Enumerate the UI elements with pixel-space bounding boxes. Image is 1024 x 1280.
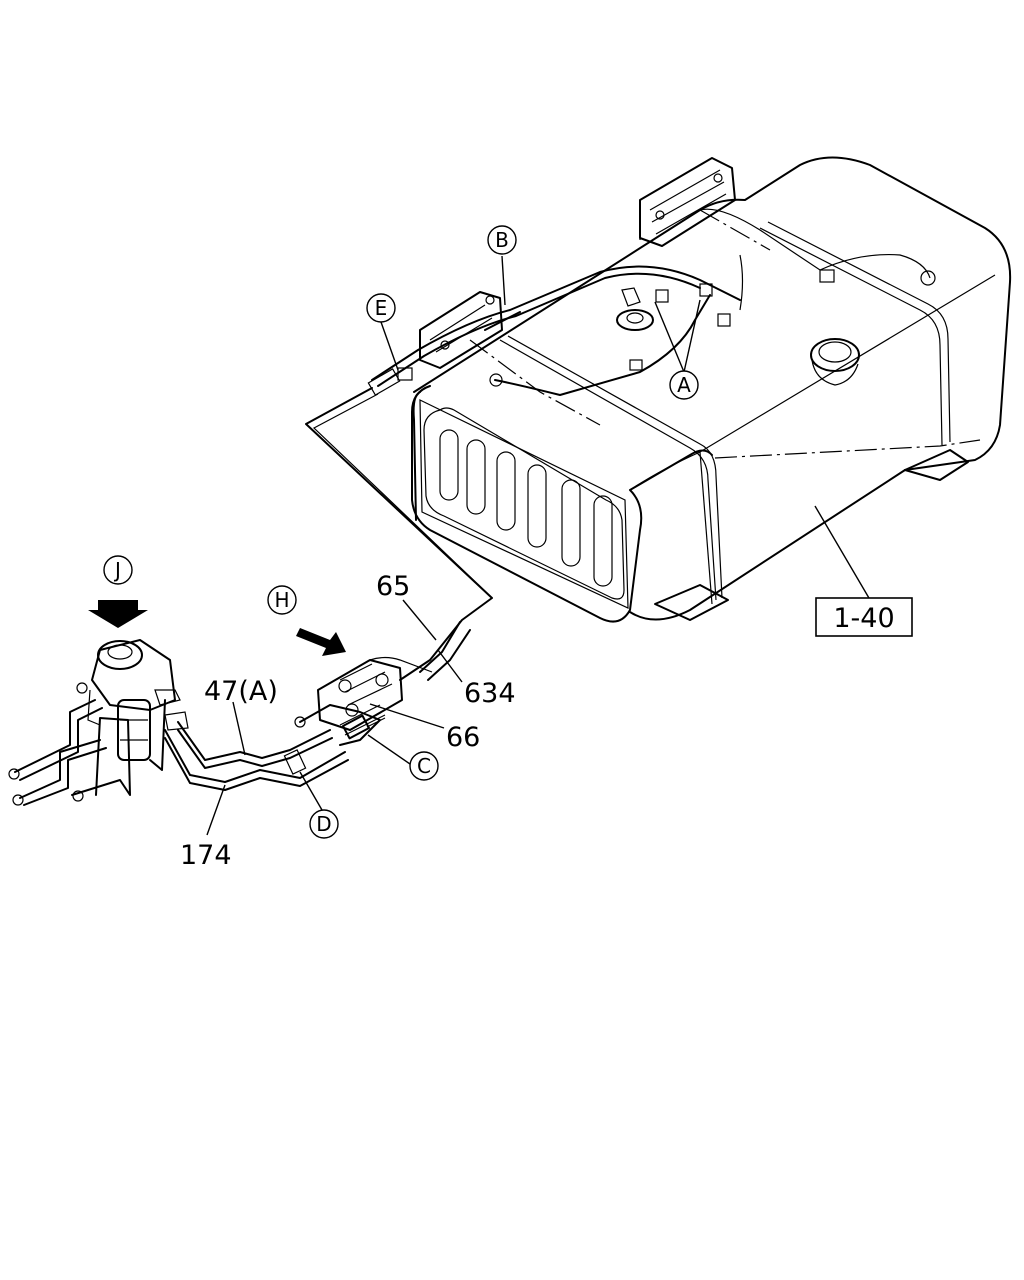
callout-e-letter: E bbox=[375, 296, 388, 320]
callout-c-letter: C bbox=[417, 754, 431, 778]
part-label-47a: 47(A) bbox=[204, 676, 278, 707]
callout-a-letter: A bbox=[677, 373, 691, 397]
fuel-pipe-47a bbox=[177, 721, 333, 769]
view-arrow-j bbox=[88, 600, 148, 628]
water-separator bbox=[294, 656, 433, 746]
fuel-tank bbox=[411, 156, 1012, 623]
tank-ribs bbox=[439, 429, 613, 587]
tank-bracket-front bbox=[419, 291, 503, 369]
callout-d-letter: D bbox=[316, 812, 331, 836]
ref-box-1-40: 1-40 bbox=[815, 597, 913, 637]
part-label-66: 66 bbox=[446, 722, 480, 753]
view-arrow-h bbox=[296, 628, 346, 656]
callout-j-letter: J bbox=[113, 558, 121, 582]
part-label-634: 634 bbox=[464, 678, 516, 709]
callout-d: D bbox=[309, 809, 339, 839]
fuel-line-to-filter bbox=[305, 387, 493, 681]
callout-c: C bbox=[409, 751, 439, 781]
callout-j: J bbox=[103, 555, 133, 585]
leader-lines bbox=[206, 255, 877, 836]
tank-bracket-rear bbox=[639, 157, 736, 247]
callout-b-letter: B bbox=[495, 228, 509, 252]
callout-e: E bbox=[366, 293, 396, 323]
callout-h-letter: H bbox=[274, 588, 289, 612]
callout-a: A bbox=[669, 370, 699, 400]
callout-h: H bbox=[267, 585, 297, 615]
part-label-174: 174 bbox=[180, 840, 232, 871]
callout-b: B bbox=[487, 225, 517, 255]
ref-box-label: 1-40 bbox=[833, 603, 894, 634]
fuel-fittings-c bbox=[342, 714, 386, 740]
fuel-lines-tank bbox=[367, 208, 936, 396]
fuel-pipe-174 bbox=[164, 729, 349, 791]
part-label-65: 65 bbox=[376, 571, 410, 602]
fuel-filter-assembly bbox=[8, 639, 189, 806]
